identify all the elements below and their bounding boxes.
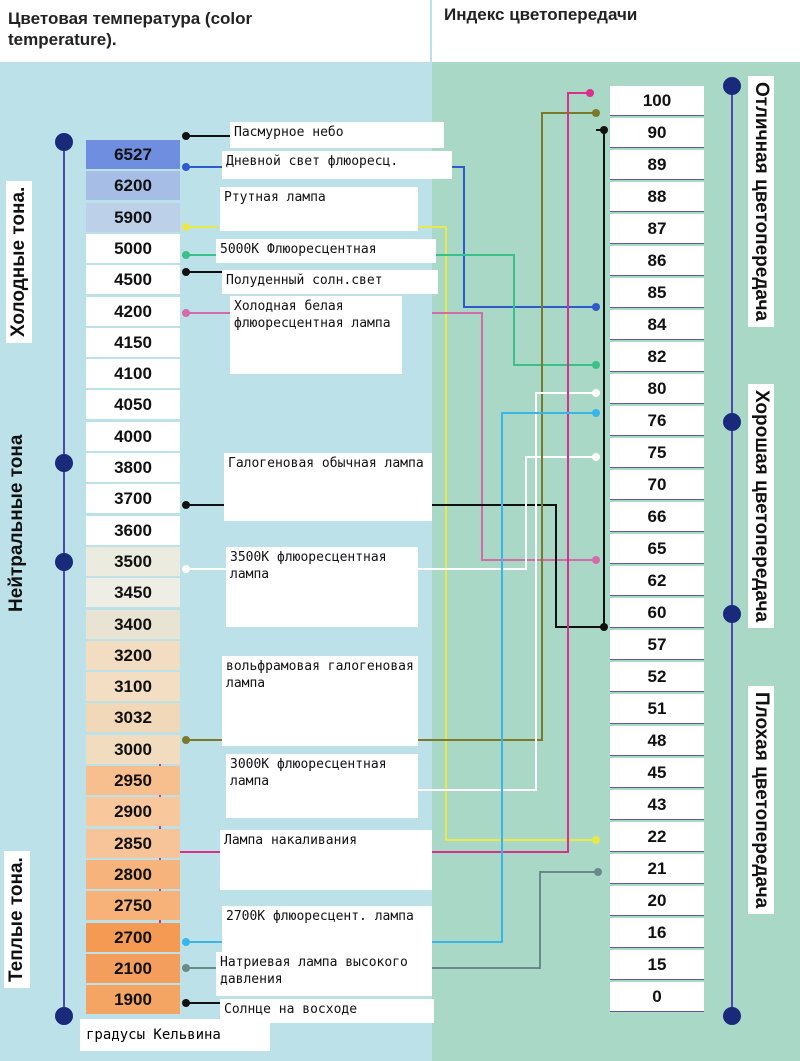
cri-value: 90 (610, 118, 704, 148)
link-cool-white-fluorescent (186, 312, 596, 561)
source-halogen: Галогеновая обычная лампа (224, 453, 432, 521)
color-temperature-title-line2: temperature). (8, 30, 117, 49)
cri-value: 62 (610, 566, 704, 596)
link-sodium-lamp (186, 871, 598, 969)
cri-value: 89 (610, 150, 704, 180)
cri-value: 76 (610, 406, 704, 436)
color-temperature-title-line1: Цветовая температура (color (8, 9, 253, 28)
group-cold-tones: Холодные тона. (6, 180, 32, 343)
cri-value: 48 (610, 726, 704, 756)
cri-value: 45 (610, 758, 704, 788)
kelvin-value: 3000 (86, 735, 180, 764)
right-axis-dot-good-start (723, 413, 741, 431)
cri-value: 75 (610, 438, 704, 468)
right-axis-dot-good-end (723, 605, 741, 623)
cri-value: 0 (610, 982, 704, 1012)
source-tungsten-halogen: вольфрамовая галогеновая лампа (222, 656, 418, 746)
left-axis-dot-neutral-start (55, 454, 73, 472)
cri-value: 80 (610, 374, 704, 404)
kelvin-value: 3600 (86, 516, 180, 545)
cri-value: 15 (610, 950, 704, 980)
link-mercury-lamp (186, 226, 596, 841)
cri-value: 66 (610, 502, 704, 532)
group-neutral-tones: Нейтральные тона (6, 434, 27, 612)
color-temperature-header: Цветовая температура (color temperature)… (0, 0, 430, 62)
kelvin-value: 4000 (86, 422, 180, 451)
source-2700k-fluorescent: 2700К флюоресцент. лампа (222, 906, 432, 952)
kelvin-value: 4150 (86, 328, 180, 357)
link-2700k-fluorescent (186, 412, 596, 943)
kelvin-value: 2950 (86, 766, 180, 795)
group-warm-tones: Теплые тона. (4, 851, 30, 988)
source-3000k-fluorescent: 3000К флюоресцентная лампа (226, 754, 418, 818)
cri-value: 52 (610, 662, 704, 692)
link-3500k-fluorescent (186, 456, 596, 570)
cri-value: 84 (610, 310, 704, 340)
cri-value: 43 (610, 790, 704, 820)
link-5000k-fluorescent (186, 254, 596, 366)
left-axis-dot-top (55, 133, 73, 151)
source-mercury-lamp: Ртутная лампа (220, 187, 418, 231)
kelvin-value: 2700 (86, 923, 180, 952)
kelvin-value: 2850 (86, 829, 180, 858)
source-noon-sunlight: Полуденный солн.свет (222, 270, 438, 294)
kelvin-value: 6527 (86, 140, 180, 169)
cri-value: 60 (610, 598, 704, 628)
kelvin-units-label: градусы Кельвина (80, 1019, 270, 1051)
cri-value: 100 (610, 86, 704, 116)
kelvin-value: 2750 (86, 891, 180, 920)
source-incandescent: Лампа накаливания (220, 830, 432, 890)
source-5000k-fluorescent: 5000К Флюоресцентная (216, 239, 436, 263)
kelvin-value: 1900 (86, 985, 180, 1014)
kelvin-value: 3100 (86, 672, 180, 701)
kelvin-value: 6200 (86, 171, 180, 200)
kelvin-value: 5000 (86, 234, 180, 263)
group-poor-cri: Плохая цветопередача (748, 686, 774, 915)
cri-value: 51 (610, 694, 704, 724)
cri-value: 87 (610, 214, 704, 244)
kelvin-value: 2100 (86, 954, 180, 983)
cri-title: Индекс цветопередачи (444, 5, 638, 24)
cri-value: 16 (610, 918, 704, 948)
kelvin-value: 4200 (86, 297, 180, 326)
source-overcast-sky: Пасмурное небо (230, 122, 444, 148)
cri-value: 22 (610, 822, 704, 852)
kelvin-value: 4050 (86, 390, 180, 419)
group-excellent-cri: Отличная цветопередача (748, 76, 774, 328)
left-axis-dot-bottom (55, 1007, 73, 1025)
cri-value: 20 (610, 886, 704, 916)
cri-value: 65 (610, 534, 704, 564)
group-good-cri: Хорошая цветопередача (748, 384, 774, 629)
source-daylight-fluorescent: Дневной свет флюоресц. (222, 151, 452, 179)
kelvin-value: 3700 (86, 484, 180, 513)
cri-value: 85 (610, 278, 704, 308)
left-axis-dot-neutral-end (55, 553, 73, 571)
kelvin-value: 3500 (86, 547, 180, 576)
cri-value: 21 (610, 854, 704, 884)
cri-value: 70 (610, 470, 704, 500)
kelvin-value: 4100 (86, 359, 180, 388)
right-axis-dot-bottom (723, 1007, 741, 1025)
link-noon-sunlight-cri (567, 92, 590, 830)
source-cool-white-fluorescent: Холодная белая флюоресцентная лампа (230, 296, 402, 374)
right-axis-dot-top (723, 77, 741, 95)
kelvin-value: 4500 (86, 265, 180, 294)
cri-value: 57 (610, 630, 704, 660)
kelvin-value: 5900 (86, 203, 180, 232)
cri-value: 82 (610, 342, 704, 372)
kelvin-value: 2900 (86, 797, 180, 826)
kelvin-value: 3450 (86, 578, 180, 607)
cri-header: Индекс цветопередачи (432, 0, 800, 62)
cri-value: 86 (610, 246, 704, 276)
source-3500k-fluorescent: 3500К флюоресцентная лампа (226, 547, 418, 627)
link-3000k-fluorescent (418, 392, 596, 791)
source-sodium-lamp: Натриевая лампа высокого давления (216, 952, 432, 996)
kelvin-value: 3400 (86, 610, 180, 639)
kelvin-value: 3800 (86, 453, 180, 482)
cri-value: 88 (610, 182, 704, 212)
kelvin-value: 3032 (86, 703, 180, 732)
link-halogen (186, 130, 605, 628)
kelvin-value: 3200 (86, 641, 180, 670)
kelvin-value: 2800 (86, 860, 180, 889)
